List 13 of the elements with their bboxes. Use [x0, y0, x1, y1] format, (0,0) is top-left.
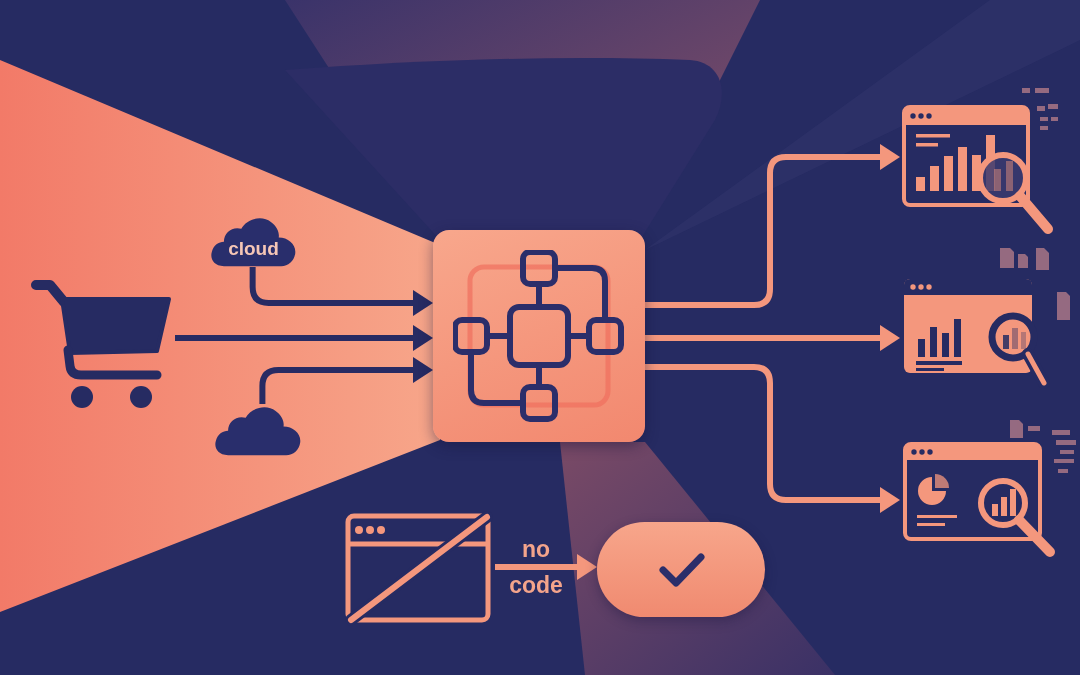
analytics-dashboard-icon: [900, 440, 1058, 558]
arrow: [645, 364, 900, 513]
process-box: [433, 230, 645, 442]
cloud-icon: [214, 404, 302, 456]
arrow: [495, 554, 597, 580]
arrow: [249, 267, 433, 316]
edge-label: no code: [509, 535, 563, 600]
node-label: cloud: [228, 238, 279, 260]
cloud-shape: [210, 215, 297, 267]
arrow: [175, 325, 433, 351]
arrow: [259, 357, 433, 404]
arrow: [645, 325, 900, 351]
arrow: [645, 144, 900, 308]
